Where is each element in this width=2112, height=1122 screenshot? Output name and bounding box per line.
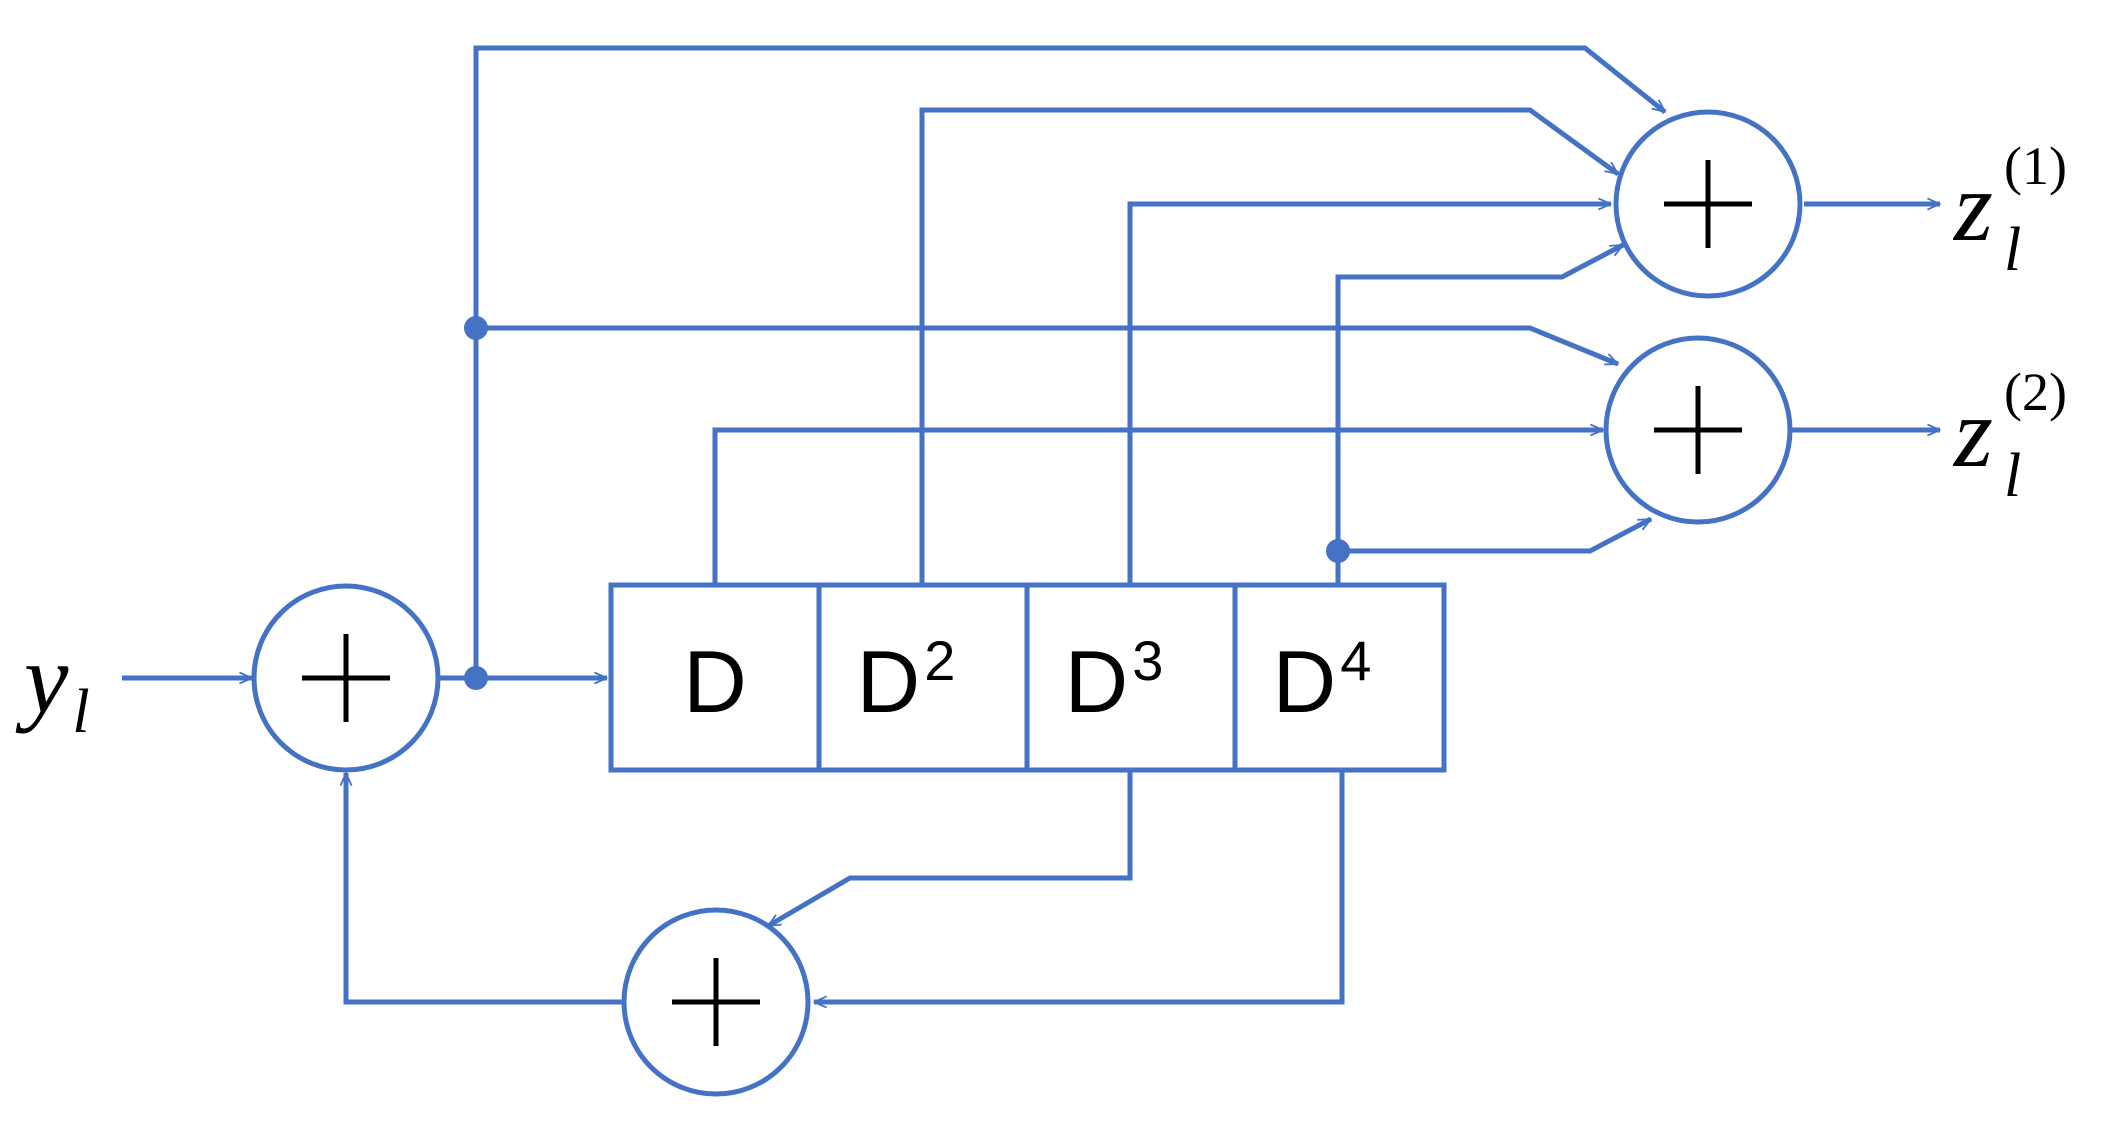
wire-input-to-adder-out2 — [476, 325, 1618, 367]
shift-register — [608, 582, 1447, 773]
register-exponent-d4: 4 — [1340, 629, 1371, 692]
wire-trunk-vertical — [473, 45, 1665, 678]
output-label-1: z — [1952, 151, 1993, 262]
register-cell-d3 — [1024, 582, 1238, 773]
output-label-2: z — [1952, 377, 1993, 488]
register-label-d2: D2 — [857, 629, 956, 731]
register-cell-d4 — [1232, 582, 1447, 773]
input-label: yl — [15, 623, 90, 746]
output-1-superscript: (1) — [2004, 136, 2067, 196]
wire-d4-to-adder-out2 — [1338, 516, 1651, 554]
junction-dot-input — [464, 666, 488, 690]
wire-feedback-to-input-adder — [346, 773, 622, 1005]
wire-d1-to-adder-out2 — [712, 430, 1603, 585]
output-2-subscript: l — [2004, 442, 2021, 510]
register-exponent-d3: 3 — [1132, 629, 1163, 692]
adder-output-1 — [1613, 109, 1803, 299]
output-1-subscript: l — [2004, 216, 2021, 284]
register-label-d1: D — [683, 632, 747, 731]
junction-dot-d4 — [1326, 539, 1350, 563]
wire-d4-feedback — [814, 770, 1345, 1002]
junction-dot-branch — [464, 316, 488, 340]
register-cell-d2 — [816, 582, 1030, 773]
wire-d3-to-adder-out1 — [1127, 204, 1611, 585]
adder-input — [251, 583, 441, 773]
register-label-d4: D4 — [1273, 629, 1372, 731]
wire-d2-to-adder-out1 — [919, 107, 1618, 585]
register-cell-d1 — [608, 582, 822, 773]
register-label-d3: D3 — [1065, 629, 1164, 731]
input-subscript: l — [72, 678, 89, 746]
wire-d4-to-adder-out1 — [1335, 242, 1623, 585]
adder-feedback — [621, 907, 811, 1097]
output-2-superscript: (2) — [2004, 362, 2067, 422]
register-exponent-d2: 2 — [924, 629, 955, 692]
wire-d3-feedback — [768, 770, 1133, 929]
adder-output-2 — [1603, 335, 1793, 525]
